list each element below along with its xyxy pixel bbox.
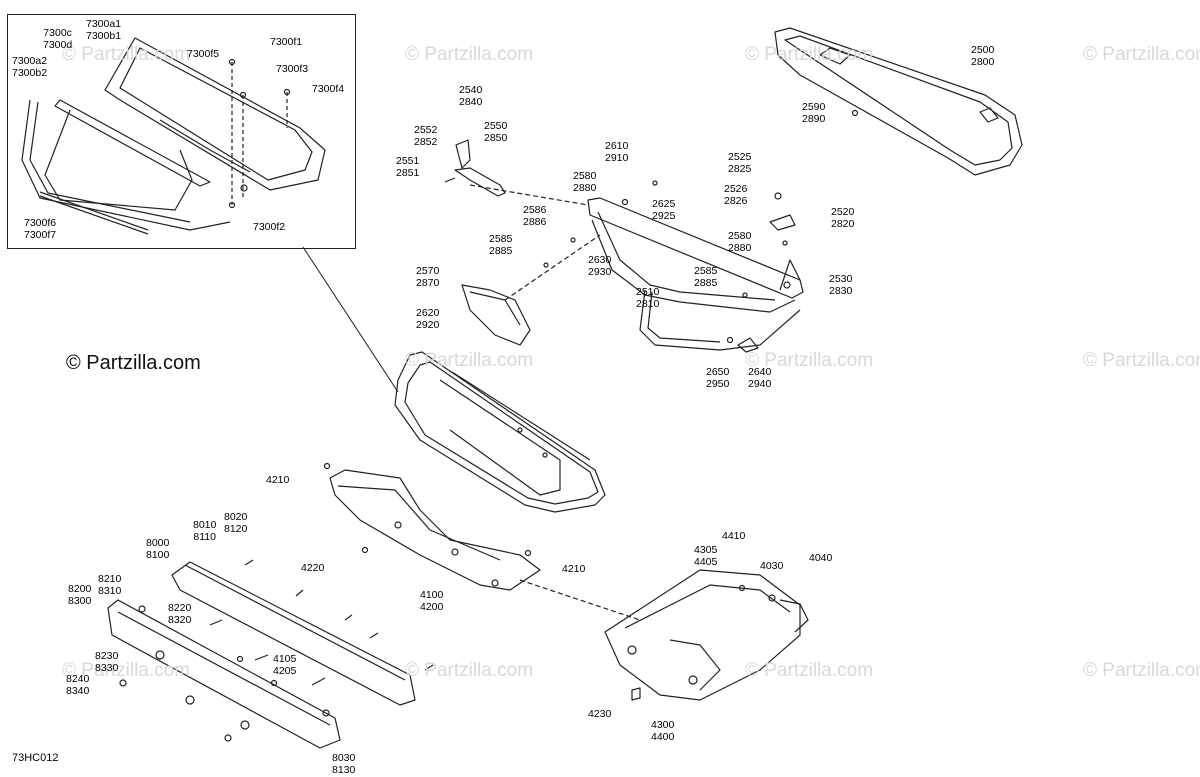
watermark: © Partzilla.com (405, 44, 534, 65)
callout-4210-right[interactable]: 4210 (562, 563, 586, 575)
diagram-code: 73HC012 (12, 752, 59, 764)
callout-4230[interactable]: 4230 (588, 708, 612, 720)
callout-4410[interactable]: 4410 (722, 530, 746, 542)
detail-inset-frame (7, 14, 356, 249)
watermark: © Partzilla.com (62, 660, 191, 681)
watermark: © Partzilla.com (405, 660, 534, 681)
watermark: © Partzilla.com (745, 350, 874, 371)
watermark: © Partzilla.com (1083, 44, 1200, 65)
callout-7300f3[interactable]: 7300f3 (276, 63, 309, 75)
callout-7300f4[interactable]: 7300f4 (312, 83, 345, 95)
callout-4030[interactable]: 4030 (760, 560, 784, 572)
callout-7300f5[interactable]: 7300f5 (187, 48, 220, 60)
callout-7300f2[interactable]: 7300f2 (253, 221, 286, 233)
watermark: © Partzilla.com (1083, 350, 1200, 371)
watermark: © Partzilla.com (745, 44, 874, 65)
callout-4220[interactable]: 4220 (301, 562, 325, 574)
watermark: © Partzilla.com (405, 350, 534, 371)
callout-7300f1[interactable]: 7300f1 (270, 36, 303, 48)
brand-label: © Partzilla.com (66, 352, 201, 374)
callout-4040[interactable]: 4040 (809, 552, 833, 564)
watermark: © Partzilla.com (745, 660, 874, 681)
callout-4210-left[interactable]: 4210 (266, 474, 290, 486)
watermark: © Partzilla.com (62, 44, 191, 65)
watermark: © Partzilla.com (1083, 660, 1200, 681)
